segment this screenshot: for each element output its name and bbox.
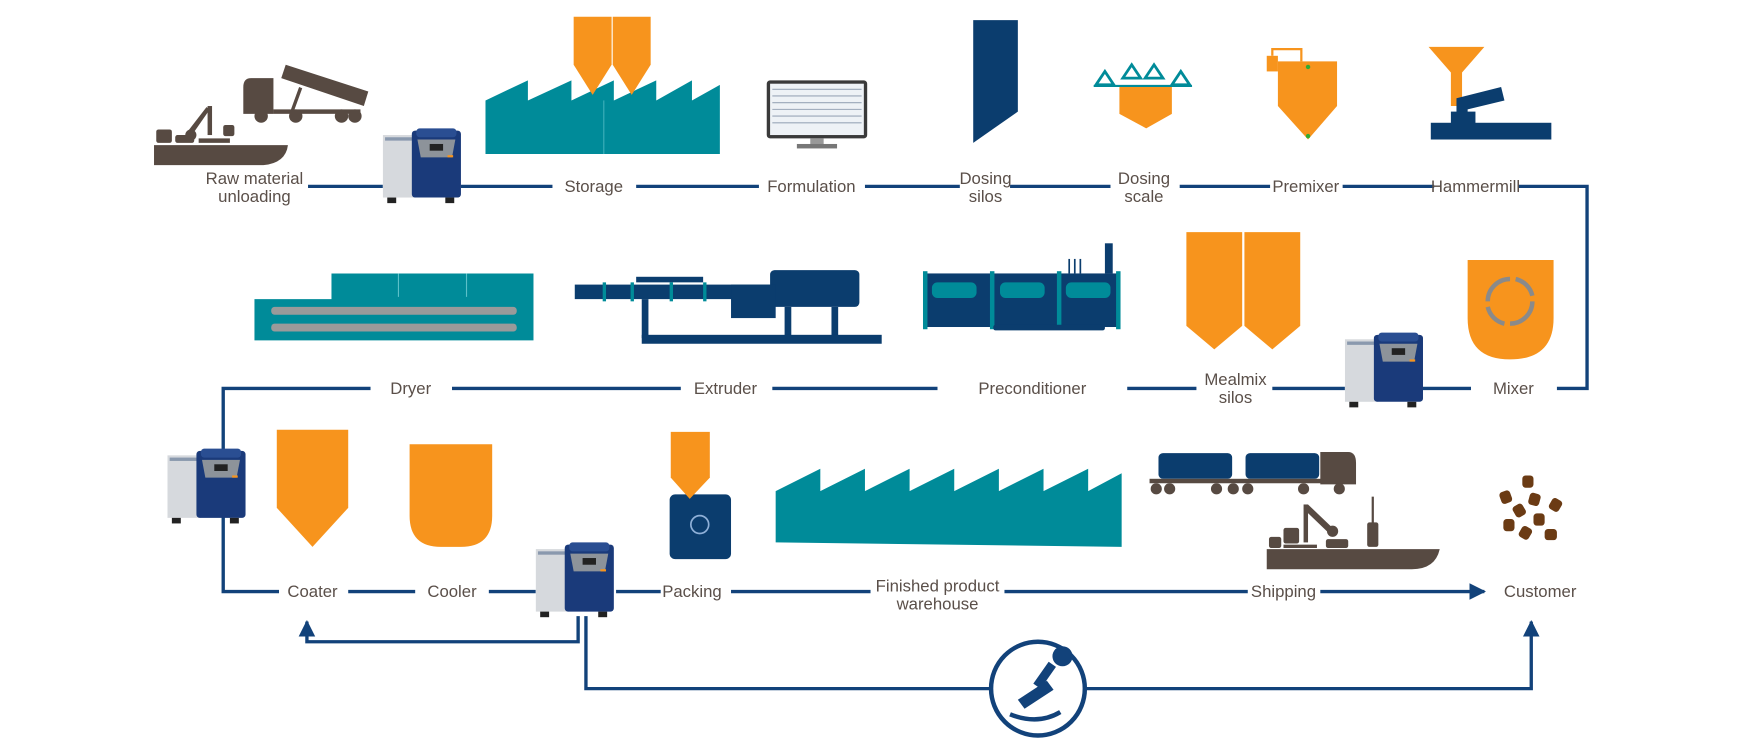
label-shipping: Shipping (1251, 582, 1316, 601)
dryer-icon (254, 273, 534, 341)
mixer-icon (1467, 260, 1554, 360)
monitor-icon (766, 80, 868, 149)
label-hammermill: Hammermill (1431, 177, 1520, 196)
label-customer: Customer (1504, 582, 1577, 601)
label-dryer: Dryer (390, 379, 431, 398)
preconditioner-icon (922, 243, 1121, 331)
kibble-icon (1499, 475, 1563, 541)
hammermill-icon (1428, 46, 1552, 140)
ship-truck-icon (154, 64, 369, 166)
premixer-icon (1266, 47, 1338, 140)
label-coater: Coater (287, 582, 338, 601)
silo-icon (973, 20, 1018, 143)
analyzer-icon[interactable] (1344, 332, 1423, 408)
stamp-icon (988, 639, 1088, 738)
packing-icon (669, 431, 732, 560)
analyzer-icon[interactable] (535, 542, 614, 618)
label-mixer: Mixer (1493, 379, 1534, 398)
label-premixer: Premixer (1272, 177, 1339, 196)
label-preconditioner: Preconditioner (978, 379, 1086, 398)
coater-icon (276, 429, 349, 547)
label-extruder: Extruder (694, 379, 758, 398)
mealmix-silo-icon (1186, 232, 1301, 350)
label-storage: Storage (564, 177, 623, 196)
flow-lines (221, 184, 1589, 691)
label-packing: Packing (662, 582, 722, 601)
factory-silo-icon (485, 16, 720, 155)
cooler-icon (409, 444, 493, 547)
label-formulation: Formulation (767, 177, 855, 196)
warehouse-icon (775, 468, 1122, 547)
analyzer-icon[interactable] (167, 448, 246, 524)
extruder-icon (574, 270, 882, 344)
scale-icon (1093, 62, 1193, 129)
transport-icon (1149, 452, 1440, 570)
analyzer-icon[interactable] (382, 128, 461, 204)
label-cooler: Cooler (427, 582, 477, 601)
